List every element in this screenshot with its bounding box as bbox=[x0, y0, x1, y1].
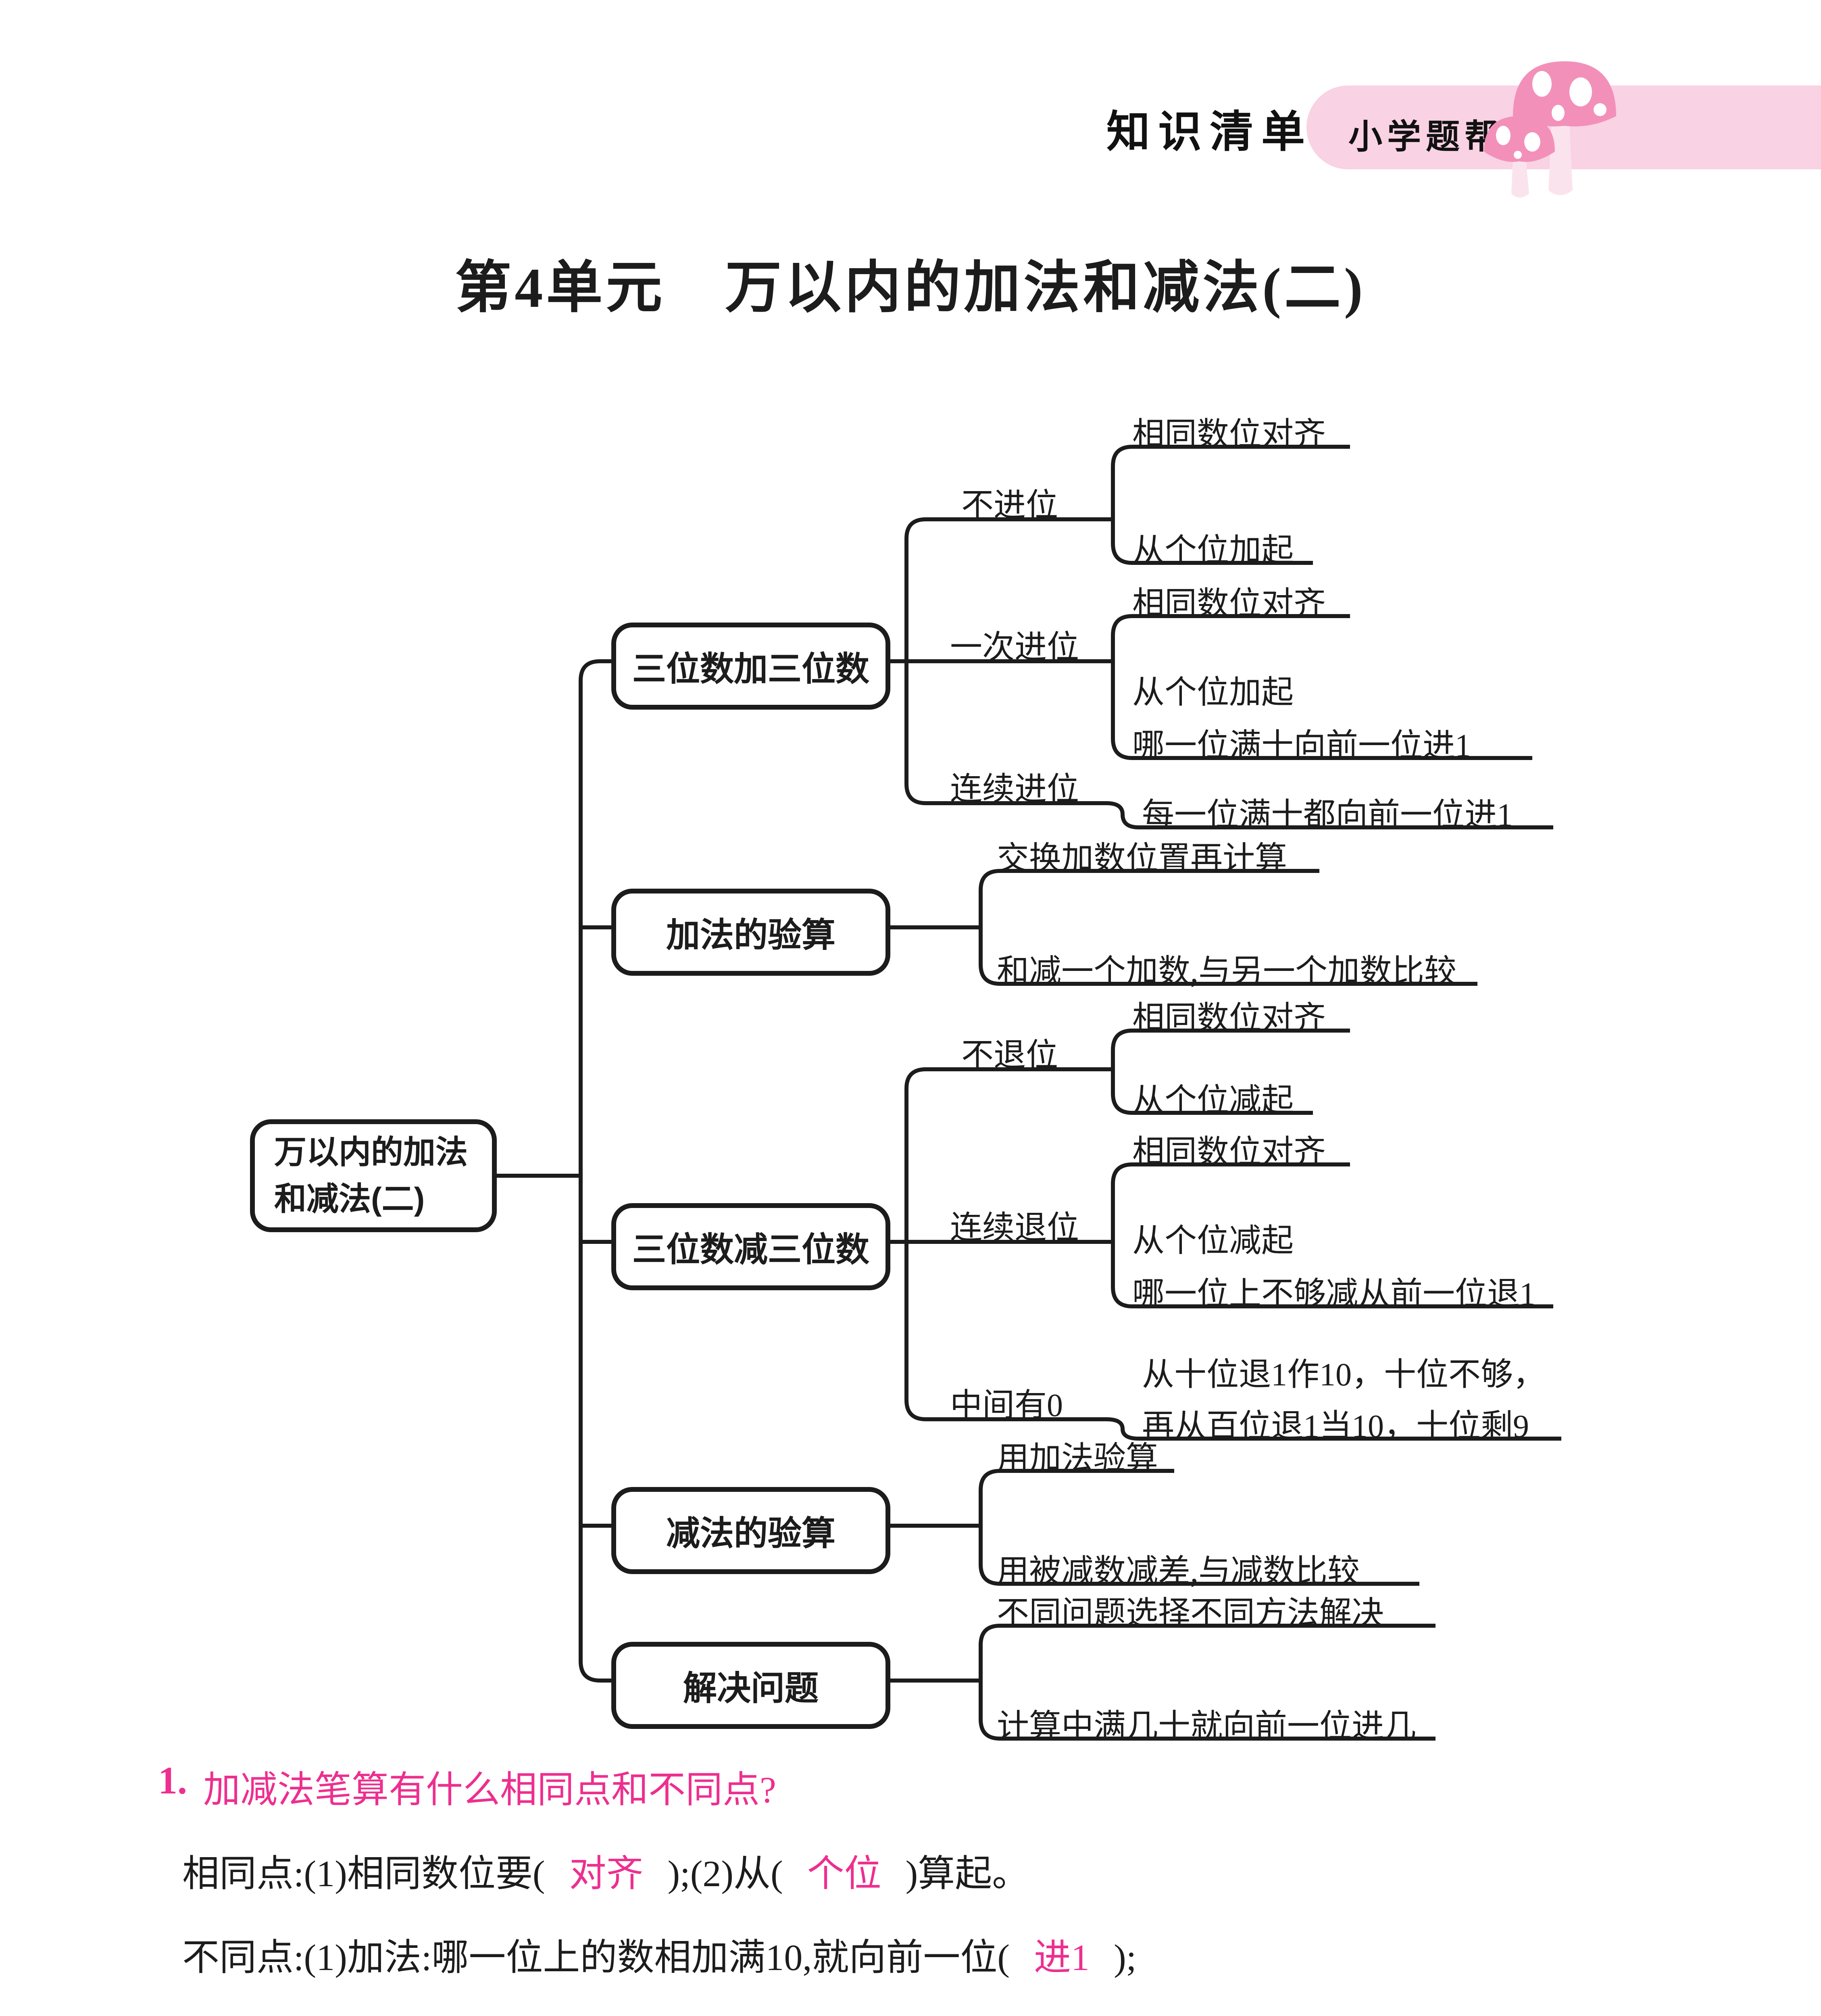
text-segment: 不同点:(1)加法:哪一位上的数相加满10,就向前一位( bbox=[182, 1937, 1010, 1978]
leaf: 从个位减起 bbox=[1132, 1083, 1294, 1118]
root-line2: 和减法(二) bbox=[274, 1181, 425, 1217]
sub-zero-middle: 中间有0 bbox=[950, 1388, 1063, 1423]
page-title: 第4单元 万以内的加法和减法(二) bbox=[455, 257, 1366, 319]
leaf: 相同数位对齐 bbox=[1132, 417, 1326, 452]
sub-continuous-borrow: 连续退位 bbox=[950, 1210, 1079, 1246]
answer-line-diff-add: 不同点:(1)加法:哪一位上的数相加满10,就向前一位( 进1); bbox=[182, 1927, 1136, 1981]
leaf: 每一位满十都向前一位进1 bbox=[1142, 798, 1513, 833]
leaf: 相同数位对齐 bbox=[1132, 1135, 1326, 1170]
leaf: 用被减数减差,与减数比较 bbox=[997, 1554, 1360, 1589]
answer-line-diff-sub: (2)减法:哪一位上的数不够减,就从前一位(退1)当(10),加本位再减。 bbox=[182, 2011, 1337, 2016]
leaf: 哪一位上不够减从前一位退1 bbox=[1132, 1277, 1536, 1312]
leaf: 从个位加起 bbox=[1132, 533, 1294, 569]
sub-no-carry: 不进位 bbox=[961, 488, 1058, 523]
leaf: 哪一位满十向前一位进1 bbox=[1132, 728, 1471, 764]
mushrooms-icon bbox=[1484, 61, 1616, 198]
brand-label: 小学题帮 bbox=[1348, 119, 1504, 156]
text-segment: );(2)从( bbox=[667, 1853, 783, 1894]
answer-line-same-points: 相同点:(1)相同数位要( 对齐 );(2)从( 个位 )算起。 bbox=[182, 1843, 1029, 1897]
leaf: 交换加数位置再计算 bbox=[997, 841, 1287, 877]
question1-text: 加减法笔算有什么相同点和不同点? bbox=[203, 1769, 776, 1810]
blank-answer: 个位 bbox=[807, 1853, 881, 1894]
root-line1: 万以内的加法 bbox=[274, 1134, 468, 1170]
sub-continuous-carry: 连续进位 bbox=[950, 772, 1079, 807]
leaf: 从个位加起 bbox=[1132, 675, 1294, 710]
leaf: 用加法验算 bbox=[997, 1441, 1158, 1477]
text-segment: ); bbox=[1114, 1937, 1137, 1978]
branch-add-check: 加法的验算 bbox=[611, 889, 890, 976]
question1-number: 1. bbox=[158, 1759, 187, 1802]
branch-sub3digit: 三位数减三位数 bbox=[611, 1203, 890, 1290]
blank-answer: 对齐 bbox=[569, 1853, 644, 1894]
leaf: 相同数位对齐 bbox=[1132, 1001, 1326, 1036]
leaf: 计算中满几十就向前一位进几 bbox=[997, 1709, 1416, 1744]
blank-answer: 进1 bbox=[1034, 1937, 1090, 1978]
root-node: 万以内的加法 和减法(二) bbox=[250, 1119, 497, 1232]
leaf: 和减一个加数,与另一个加数比较 bbox=[997, 954, 1456, 989]
branch-sub-check: 减法的验算 bbox=[611, 1487, 890, 1574]
leaf: 再从百位退1当10，十位剩9 bbox=[1142, 1409, 1529, 1444]
text-segment: 相同点:(1)相同数位要( bbox=[182, 1853, 545, 1894]
leaf: 不同问题选择不同方法解决 bbox=[997, 1596, 1384, 1631]
leaf: 从十位退1作10，十位不够， bbox=[1142, 1357, 1545, 1393]
leaf: 相同数位对齐 bbox=[1132, 586, 1326, 622]
branch-solve: 解决问题 bbox=[611, 1642, 890, 1729]
text-segment: )算起。 bbox=[905, 1853, 1029, 1894]
section-label: 知识清单 bbox=[1106, 108, 1313, 156]
branch-add3digit: 三位数加三位数 bbox=[611, 623, 890, 710]
sub-one-carry: 一次进位 bbox=[950, 630, 1079, 665]
sub-no-borrow: 不退位 bbox=[961, 1038, 1058, 1073]
leaf: 从个位减起 bbox=[1132, 1223, 1294, 1259]
